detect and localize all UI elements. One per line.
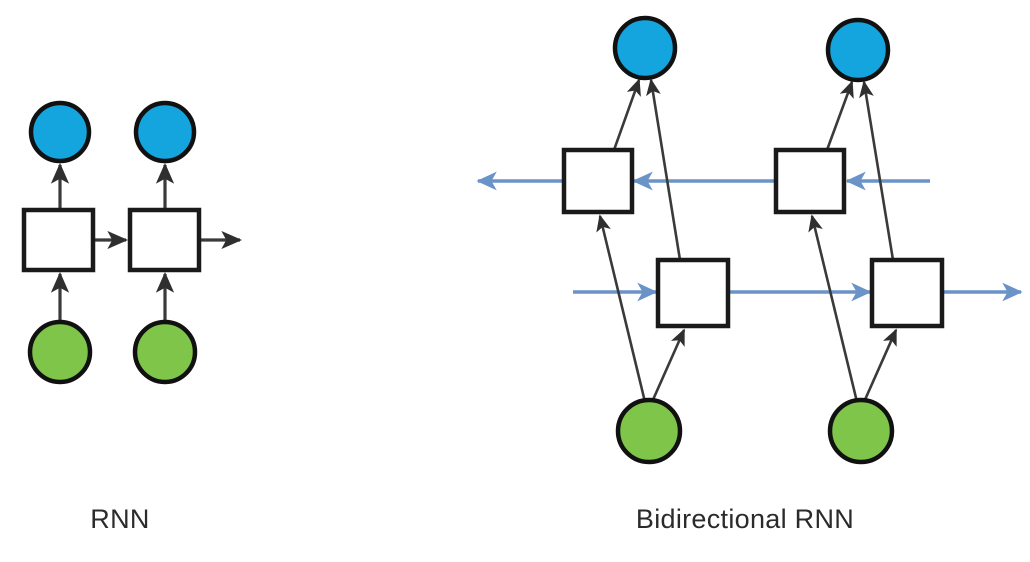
output-t2[interactable] <box>133 100 197 164</box>
brnn-forward-cell-group <box>655 257 945 329</box>
edge-forward-cell-t2-to-output-t2 <box>859 80 895 261</box>
hidden-cell-t2[interactable] <box>127 207 202 273</box>
forward-cell-t1[interactable] <box>655 257 731 329</box>
rnn-cell-group <box>21 207 202 273</box>
output-t1[interactable] <box>28 100 92 164</box>
edge-forward-cell-t1-to-output-t1 <box>646 78 682 261</box>
backward-cell-t1[interactable] <box>561 147 635 215</box>
input-t1[interactable] <box>27 319 93 385</box>
forward-cell-t2[interactable] <box>869 257 945 329</box>
edge-backward-cell-t2-to-output-t2 <box>825 80 854 151</box>
brnn-edge-group <box>596 78 898 403</box>
edge-input-t2-to-backward-cell-t2 <box>808 214 859 403</box>
input-t2[interactable] <box>827 397 895 465</box>
brnn-output-node-group <box>612 15 891 83</box>
rnn-input-node-group <box>27 319 198 385</box>
edge-input-t1-to-backward-cell-t1 <box>596 214 647 403</box>
input-t1[interactable] <box>615 397 683 465</box>
brnn-recurrent-arrow-group <box>476 171 1023 302</box>
output-t2[interactable] <box>825 17 891 83</box>
input-t2[interactable] <box>132 319 198 385</box>
bidirectional-rnn-panel: Bidirectional RNN <box>476 15 1023 534</box>
rnn-panel-label: RNN <box>90 504 149 534</box>
output-t1[interactable] <box>612 15 678 81</box>
edge-input-t2-to-forward-cell-t2 <box>862 328 898 403</box>
edge-backward-cell-t1-to-output-t1 <box>612 78 641 151</box>
edge-input-t1-to-forward-cell-t1 <box>650 328 686 403</box>
rnn-output-node-group <box>28 100 197 164</box>
rnn-panel: RNN <box>21 100 243 534</box>
brnn-input-node-group <box>615 397 895 465</box>
brnn-backward-cell-group <box>561 147 847 215</box>
rnn-edge-group <box>50 162 243 322</box>
hidden-cell-t1[interactable] <box>21 207 96 273</box>
backward-cell-t2[interactable] <box>773 147 847 215</box>
bidirectional-rnn-panel-label: Bidirectional RNN <box>636 504 854 534</box>
